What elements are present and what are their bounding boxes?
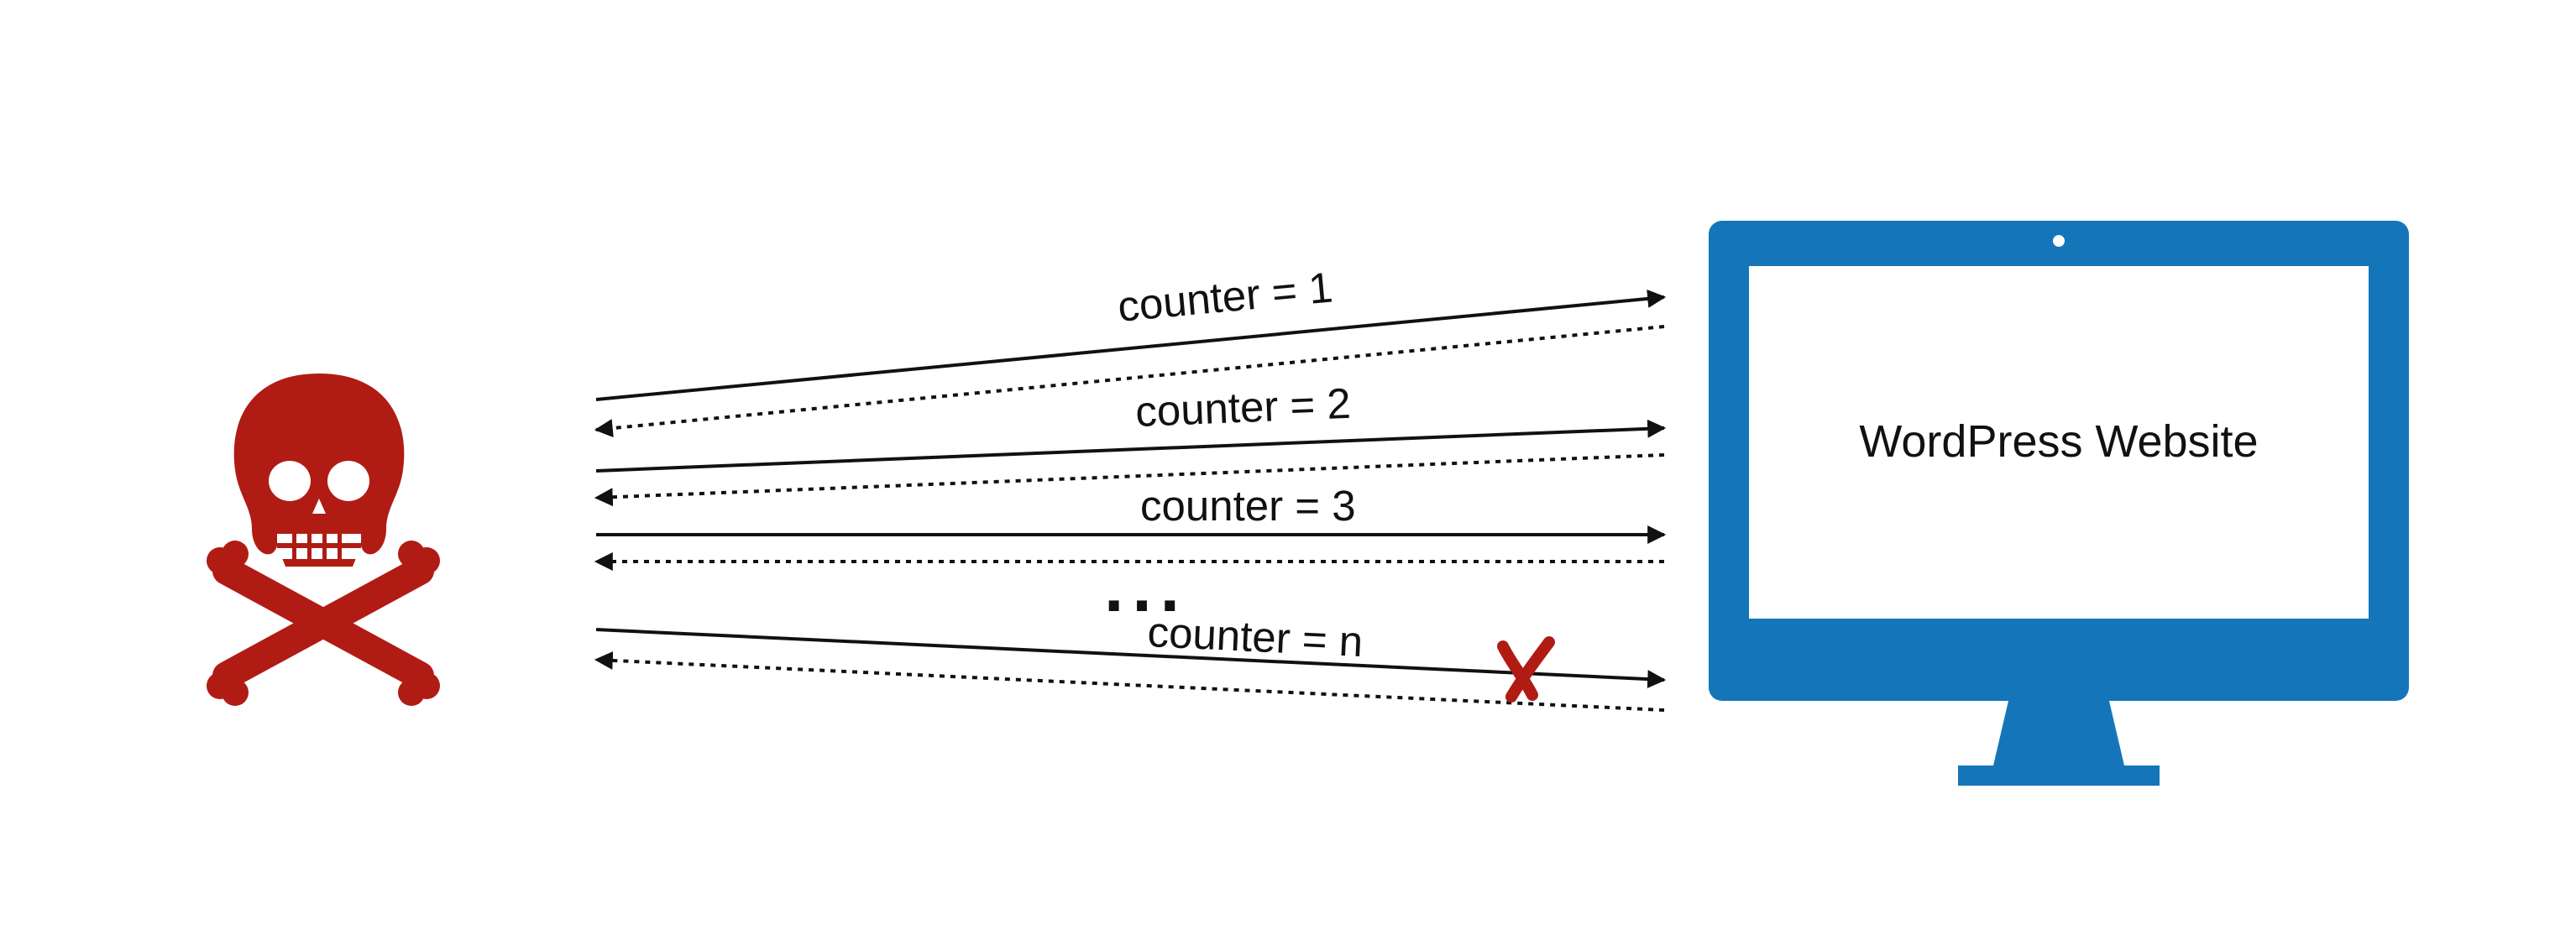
request-label-n: counter = n — [1146, 608, 1364, 666]
request-arrow-n — [595, 628, 1667, 689]
monitor-screen — [1749, 266, 2369, 619]
request-group-1: counter = 1 — [594, 263, 1667, 438]
request-group-2: counter = 2 — [594, 379, 1667, 507]
skull — [233, 374, 405, 567]
webcam-dot — [2053, 235, 2065, 247]
crossbones — [207, 541, 440, 706]
request-label-2: counter = 2 — [1134, 379, 1352, 436]
skull-and-crossbones-icon — [207, 374, 440, 706]
ellipsis: ... — [1104, 547, 1188, 626]
request-label-3: counter = 3 — [1140, 482, 1356, 530]
request-arrow-2 — [595, 419, 1667, 473]
request-arrow-1 — [595, 289, 1667, 401]
request-group-n: counter = n — [594, 608, 1667, 712]
response-arrow-1 — [594, 325, 1665, 438]
monitor-stand — [1958, 766, 2160, 786]
response-arrow-n — [594, 651, 1665, 712]
website-title: WordPress Website — [1859, 416, 2258, 467]
response-arrow-2 — [594, 453, 1665, 507]
monitor-neck — [1993, 701, 2124, 766]
desktop-monitor-icon: WordPress Website — [1709, 221, 2409, 786]
red-x-icon — [1497, 636, 1555, 703]
request-group-3: counter = 3 — [594, 482, 1667, 571]
request-label-1: counter = 1 — [1116, 263, 1335, 330]
